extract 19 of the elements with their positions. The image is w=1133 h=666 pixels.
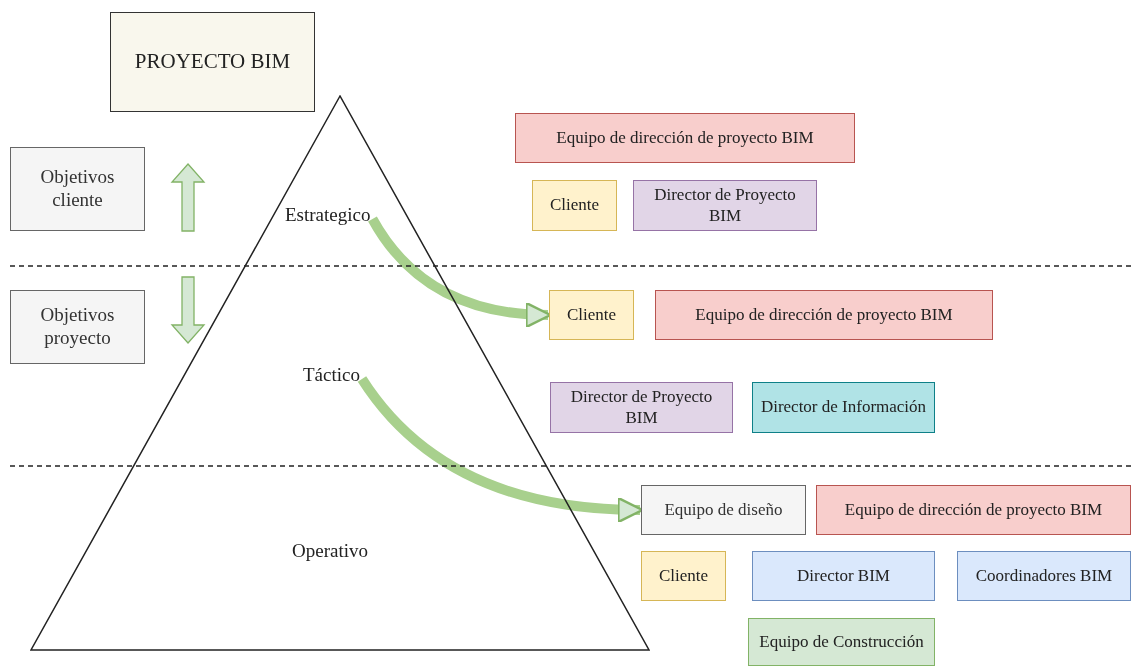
role-box: Director de Proyecto BIM [550,382,733,433]
role-box: Equipo de dirección de proyecto BIM [816,485,1131,535]
level-label: Estrategico [285,204,371,226]
role-box: Equipo de dirección de proyecto BIM [655,290,993,340]
role-box: Director de Información [752,382,935,433]
role-box: Coordinadores BIM [957,551,1131,601]
role-box: Objetivos cliente [10,147,145,231]
role-box: Cliente [532,180,617,231]
role-box: Equipo de diseño [641,485,806,535]
level-label: Operativo [292,540,368,562]
role-box: Objetivos proyecto [10,290,145,364]
level-label: Táctico [303,364,360,386]
title-box: PROYECTO BIM [110,12,315,112]
role-box: Cliente [641,551,726,601]
role-box: Director de Proyecto BIM [633,180,817,231]
role-box: Director BIM [752,551,935,601]
role-box: Equipo de Construcción [748,618,935,666]
role-box: Cliente [549,290,634,340]
role-box: Equipo de dirección de proyecto BIM [515,113,855,163]
